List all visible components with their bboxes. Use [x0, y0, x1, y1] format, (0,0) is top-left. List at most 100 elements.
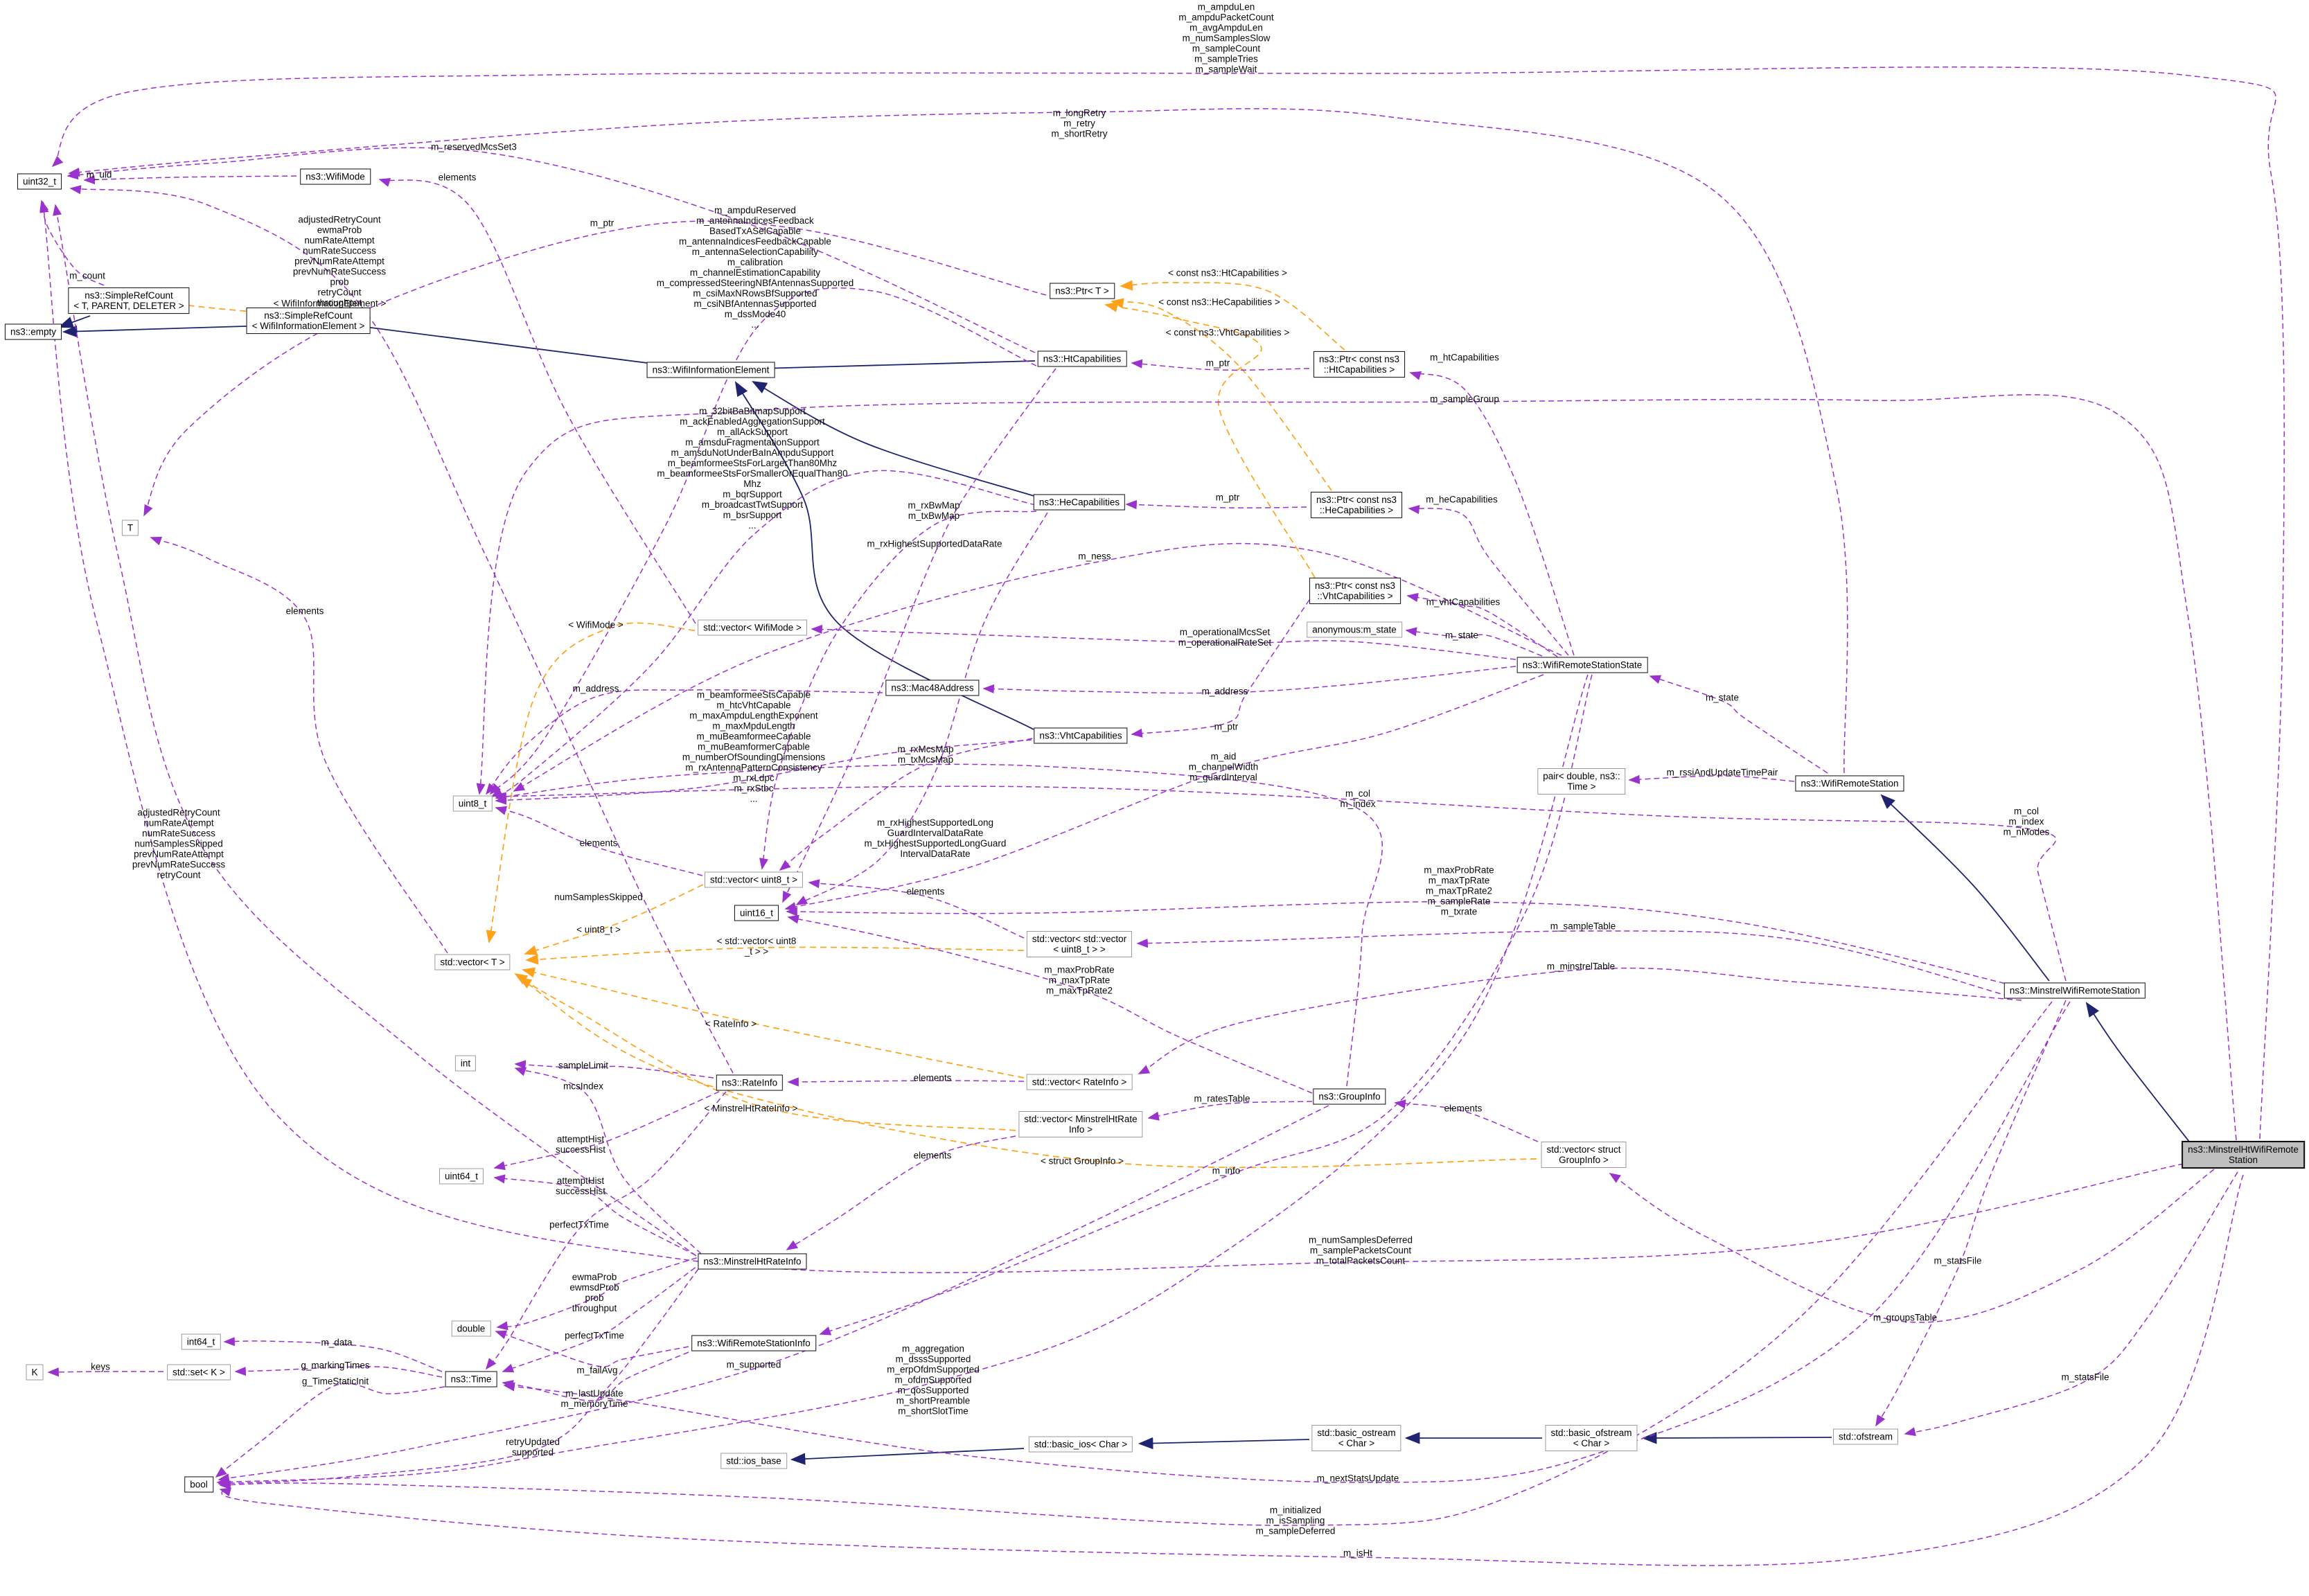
edge-ptr_vht-to-vhtcap	[1131, 599, 1310, 738]
node-wie[interactable]: ns3::WifiInformationElement	[646, 362, 775, 378]
edge-vec_uint8-to-uint8	[495, 806, 703, 876]
node-basic_ofstream[interactable]: std::basic_ofstream < Char >	[1545, 1425, 1638, 1451]
edge-htcap-to-uint8	[489, 287, 1037, 795]
node-basic_ios[interactable]: std::basic_ios< Char >	[1028, 1436, 1133, 1453]
node-uint16[interactable]: uint16_t	[734, 905, 779, 921]
node-mhri[interactable]: ns3::MinstrelHtRateInfo	[698, 1253, 807, 1270]
edge-label: m_reservedMcsSet3	[431, 141, 517, 152]
node-vec_t[interactable]: std::vector< T >	[434, 954, 511, 970]
edge-label: m_heCapabilities	[1426, 494, 1498, 505]
edge-ptr_ht-to-ptr_t	[1120, 280, 1345, 351]
node-set_k[interactable]: std::set< K >	[167, 1364, 231, 1381]
edge-label: m_col m_index	[1340, 788, 1376, 809]
node-double_[interactable]: double	[451, 1320, 491, 1337]
edge-label: adjustedRetryCount numRateAttempt numRat…	[132, 807, 226, 880]
node-int64[interactable]: int64_t	[181, 1333, 221, 1350]
edge-label: < std::vector< uint8 _t > >	[716, 936, 797, 957]
edge-mhri-to-bool_	[218, 1268, 699, 1488]
node-ptr_vht[interactable]: ns3::Ptr< const ns3 ::VhtCapabilities >	[1309, 578, 1401, 604]
edge-label: m_groupsTable	[1873, 1312, 1938, 1323]
node-groupinfo[interactable]: ns3::GroupInfo	[1313, 1088, 1386, 1105]
node-vec_uint8[interactable]: std::vector< uint8_t >	[704, 871, 804, 888]
edge-mwrs-to-vec_rateinfo	[1138, 967, 2022, 1074]
edge-mhwrs-to-mwrs	[2085, 1002, 2190, 1142]
node-htcap[interactable]: ns3::HtCapabilities	[1037, 351, 1127, 367]
node-mac48[interactable]: ns3::Mac48Address	[885, 680, 980, 696]
node-wifimode[interactable]: ns3::WifiMode	[300, 168, 371, 185]
node-wrsi[interactable]: ns3::WifiRemoteStationInfo	[691, 1335, 816, 1351]
edge-label: m_htCapabilities	[1430, 352, 1499, 363]
edge-time-to-set_k	[234, 1366, 443, 1378]
node-uint32[interactable]: uint32_t	[17, 173, 62, 190]
edge-label: < const ns3::HtCapabilities >	[1168, 267, 1287, 278]
edge-mhwrs-to-uint32	[51, 66, 2285, 1140]
node-ios_base[interactable]: std::ios_base	[720, 1453, 787, 1469]
edge-label: m_ptr	[590, 218, 614, 229]
node-wrs[interactable]: ns3::WifiRemoteStation	[1795, 775, 1904, 792]
edge-ptr_he-to-ptr_t	[1111, 298, 1332, 491]
edge-label: m_info	[1212, 1165, 1241, 1176]
edge-label: attemptHist successHist	[555, 1176, 606, 1196]
node-empty[interactable]: ns3::empty	[4, 323, 62, 340]
edge-label: ewmaProb ewmsdProb prob throughput	[569, 1272, 619, 1313]
node-ptr_he[interactable]: ns3::Ptr< const ns3 ::HeCapabilities >	[1311, 492, 1402, 518]
node-anon_state[interactable]: anonymous:m_state	[1307, 621, 1402, 638]
edge-label: m_aid m_channelWidth m_guardInterval	[1188, 751, 1259, 783]
edge-simplerefcount_wie-to-empty	[62, 325, 267, 338]
edge-label: < uint8_t >	[576, 924, 621, 935]
edge-label: m_ampduLen m_ampduPacketCount m_avgAmpdu…	[1178, 1, 1274, 75]
edge-time-to-bool_	[215, 1383, 445, 1478]
edge-label: g_TimeStaticInit	[301, 1376, 369, 1387]
edge-simplerefcount_t-to-empty	[57, 315, 91, 328]
edge-label: g_markingTimes	[301, 1360, 370, 1371]
edge-label: m_longRetry m_retry m_shortRetry	[1051, 107, 1108, 139]
edge-wrs-to-pair_dt	[1628, 774, 1795, 784]
node-pair_dt[interactable]: pair< double, ns3:: Time >	[1537, 768, 1626, 795]
node-ptr_t[interactable]: ns3::Ptr< T >	[1050, 283, 1115, 299]
edge-label: < RateInfo >	[705, 1018, 757, 1029]
edge-label: sampleLimit	[558, 1060, 609, 1071]
node-uint8[interactable]: uint8_t	[452, 795, 493, 812]
edge-htcap-to-uint32	[67, 147, 1036, 353]
node-mwrs[interactable]: ns3::MinstrelWifiRemoteStation	[2003, 982, 2146, 999]
edge-label: elements	[285, 605, 324, 617]
node-hecap[interactable]: ns3::HeCapabilities	[1033, 494, 1126, 511]
node-vhtcap[interactable]: ns3::VhtCapabilities	[1034, 727, 1128, 744]
node-uint64[interactable]: uint64_t	[439, 1168, 484, 1185]
node-rateinfo[interactable]: ns3::RateInfo	[716, 1074, 784, 1091]
edge-label: < struct GroupInfo >	[1040, 1155, 1124, 1167]
node-simplerefcount_t[interactable]: ns3::SimpleRefCount < T, PARENT, DELETER…	[68, 287, 190, 314]
edge-label: m_vhtCapabilities	[1426, 596, 1501, 608]
edge-label: m_ratesTable	[1194, 1093, 1250, 1104]
edge-label: m_ptr	[1205, 357, 1230, 369]
node-int_[interactable]: int	[454, 1055, 477, 1072]
edge-label: m_maxProbRate m_maxTpRate m_maxTpRate2	[1044, 964, 1115, 996]
node-vec_wifimode[interactable]: std::vector< WifiMode >	[698, 619, 807, 636]
node-t[interactable]: T	[121, 520, 139, 536]
node-vec_mhri[interactable]: std::vector< MinstrelHtRate Info >	[1018, 1111, 1143, 1137]
edge-label: attemptHist successHist	[555, 1134, 606, 1155]
edge-groupinfo-to-vec_mhri	[1147, 1101, 1313, 1121]
edge-rateinfo-to-uint64	[493, 1091, 720, 1171]
node-ptr_ht[interactable]: ns3::Ptr< const ns3 ::HtCapabilities >	[1313, 351, 1405, 378]
edge-label: elements	[438, 172, 477, 183]
edge-hecap-to-uint8	[490, 470, 1036, 797]
edge-label: mcsIndex	[563, 1081, 603, 1092]
node-time[interactable]: ns3::Time	[445, 1371, 497, 1387]
edge-vec_vec_uint8-to-vec_t	[525, 946, 1025, 965]
node-vec_vec_uint8[interactable]: std::vector< std::vector < uint8_t > >	[1026, 931, 1133, 957]
node-bool_[interactable]: bool	[184, 1476, 213, 1493]
node-wrss[interactable]: ns3::WifiRemoteStationState	[1516, 657, 1648, 673]
edge-label: m_rxHighestSupportedLong GuardIntervalDa…	[864, 817, 1007, 859]
node-vec_rateinfo[interactable]: std::vector< RateInfo >	[1026, 1074, 1133, 1090]
edge-ptr_t-to-t	[143, 220, 1047, 517]
node-k[interactable]: K	[26, 1364, 44, 1381]
node-mhwrs[interactable]: ns3::MinstrelHtWifiRemote Station	[2182, 1141, 2305, 1169]
node-simplerefcount_wie[interactable]: ns3::SimpleRefCount < WifiInformationEle…	[246, 308, 371, 334]
edge-wrs-to-wrss	[1649, 675, 1828, 774]
node-vec_groupinfo[interactable]: std::vector< struct GroupInfo >	[1541, 1142, 1627, 1168]
node-basic_ostream[interactable]: std::basic_ostream < Char >	[1311, 1425, 1401, 1451]
edge-label: m_rxHighestSupportedDataRate	[867, 538, 1002, 549]
node-ofstream[interactable]: std::ofstream	[1832, 1428, 1899, 1445]
